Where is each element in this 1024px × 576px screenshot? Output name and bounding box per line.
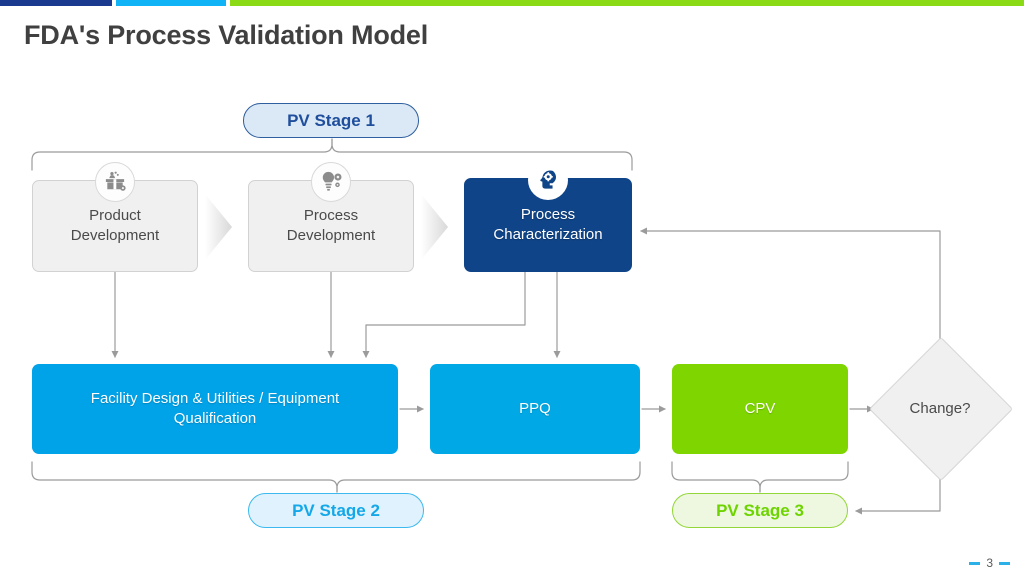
page-title: FDA's Process Validation Model bbox=[24, 20, 429, 50]
box-ppq-label: PPQ bbox=[519, 399, 551, 417]
accent-bar-navy bbox=[0, 0, 112, 6]
head-gear-icon bbox=[528, 160, 568, 200]
box-ppq[interactable]: PPQ bbox=[430, 364, 640, 454]
box-product-development-label: Product Development bbox=[70, 207, 160, 244]
page-number: 3 bbox=[986, 556, 993, 570]
lightbulb-gear-icon bbox=[311, 162, 351, 202]
chevron-separator-2 bbox=[421, 194, 448, 260]
decision-change[interactable]: Change? bbox=[868, 336, 1014, 482]
accent-bar-green bbox=[230, 0, 1024, 6]
pv-stage-2-pill[interactable]: PV Stage 2 bbox=[248, 493, 424, 528]
decision-change-label: Change? bbox=[909, 399, 971, 417]
footer-dash-right bbox=[999, 561, 1010, 565]
box-process-development-label: Process Development bbox=[286, 207, 376, 244]
accent-bar-cyan bbox=[116, 0, 226, 6]
box-cpv[interactable]: CPV bbox=[672, 364, 848, 454]
pv-stage-3-pill[interactable]: PV Stage 3 bbox=[672, 493, 848, 528]
pv-stage-1-pill[interactable]: PV Stage 1 bbox=[243, 103, 419, 138]
page-footer: 3 bbox=[969, 556, 1010, 570]
box-facility-qualification-label: Facility Design & Utilities / Equipment … bbox=[90, 389, 340, 427]
footer-dash-left bbox=[969, 561, 981, 565]
box-process-characterization-label: Process Characterization bbox=[493, 206, 603, 243]
package-gear-icon bbox=[95, 162, 135, 202]
box-cpv-label: CPV bbox=[744, 399, 776, 417]
box-facility-qualification[interactable]: Facility Design & Utilities / Equipment … bbox=[32, 364, 398, 454]
